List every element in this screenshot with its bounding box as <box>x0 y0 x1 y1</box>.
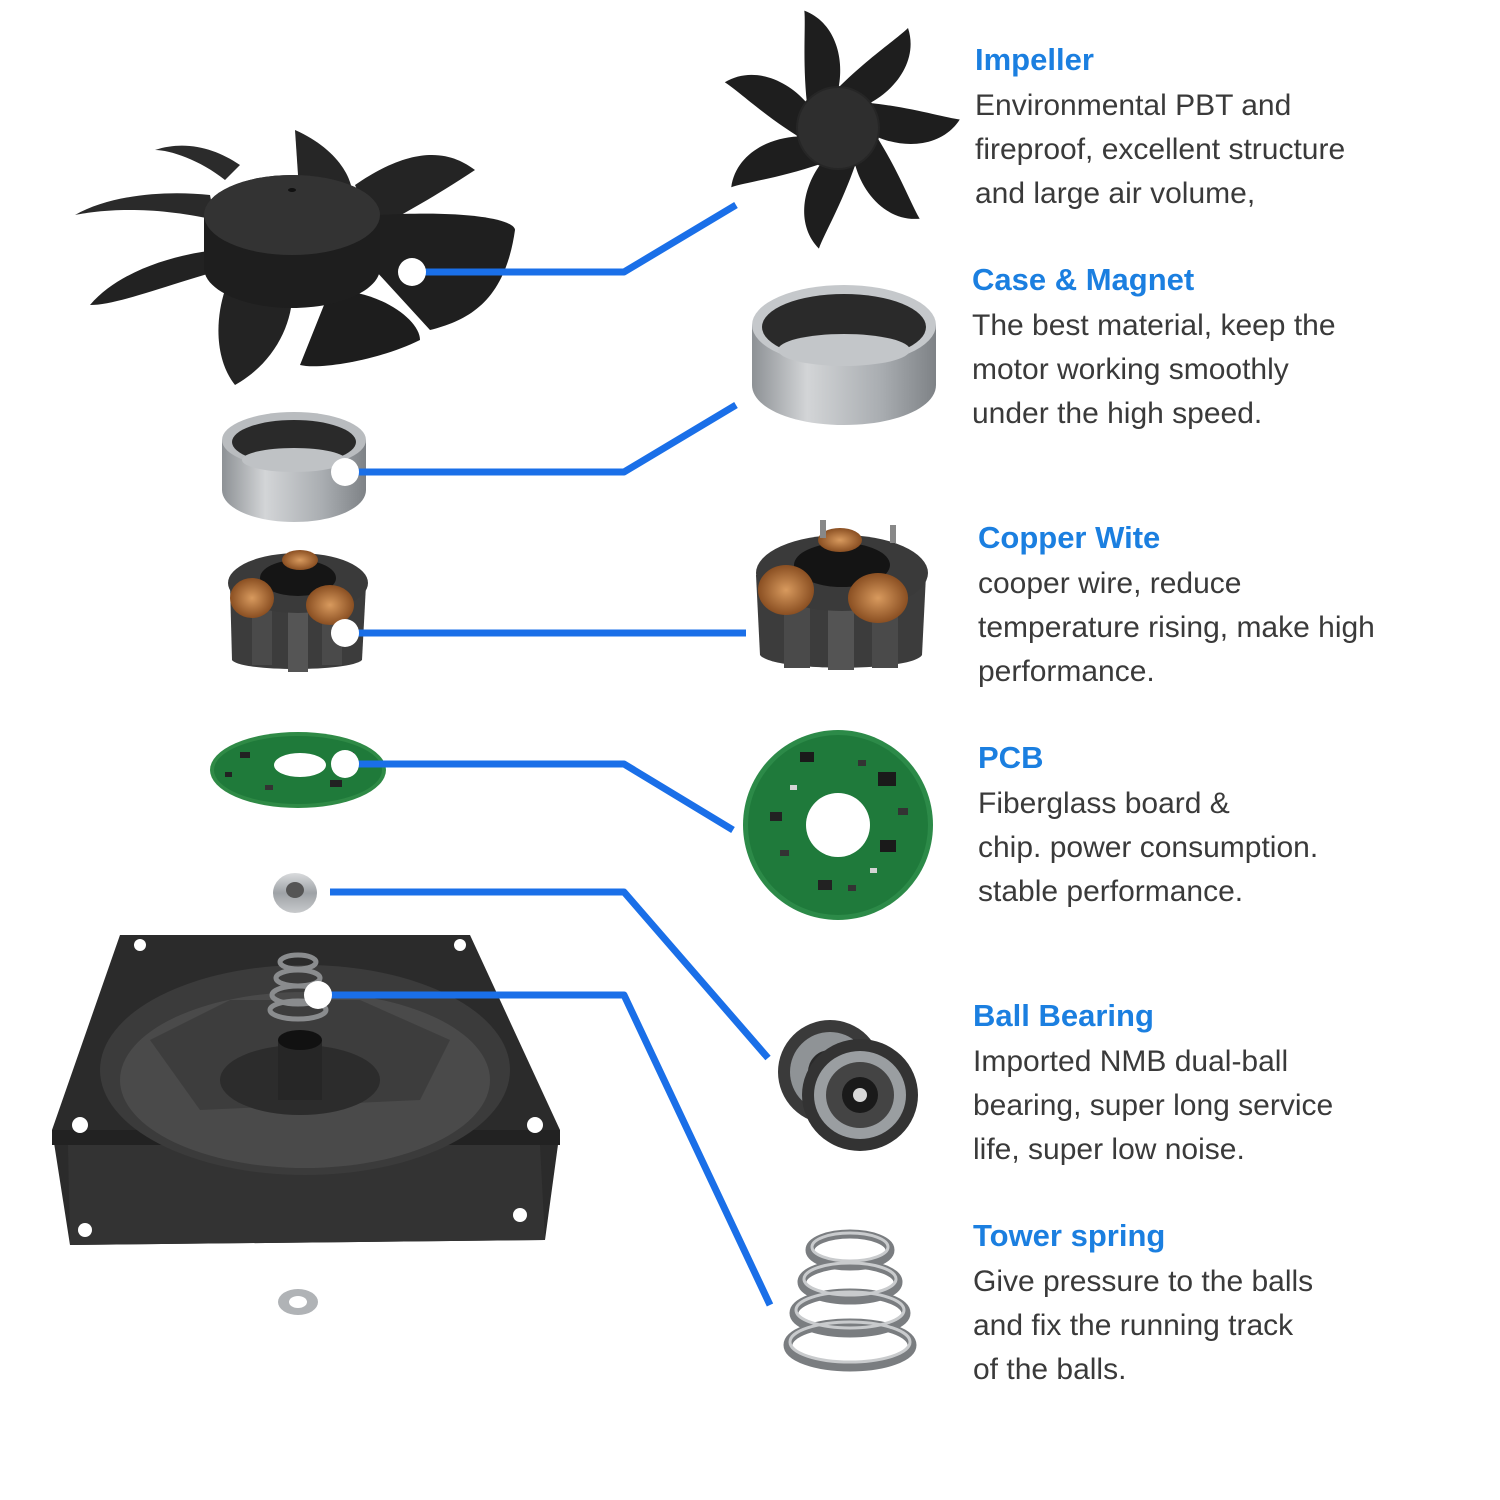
leader-lines <box>318 201 774 1307</box>
callout-title: Tower spring <box>973 1218 1166 1253</box>
callout-line: Imported NMB dual-ball <box>973 1045 1289 1078</box>
leader-line-magnet <box>345 401 738 476</box>
leader-line-impeller <box>412 201 738 276</box>
callout-line: of the balls. <box>973 1353 1127 1386</box>
leader-line-pcb <box>345 760 735 833</box>
leader-line-spring <box>318 991 774 1307</box>
callout-line: and large air volume, <box>975 177 1256 210</box>
callout-impeller: Impeller Environmental PBT and fireproof… <box>975 42 1345 216</box>
callout-line: stable performance. <box>978 875 1244 908</box>
callout-line: Give pressure to the balls <box>973 1265 1314 1298</box>
callout-line: and fix the running track <box>973 1309 1294 1342</box>
callout-line: motor working smoothly <box>972 353 1289 386</box>
callout-line: temperature rising, make high <box>978 611 1375 644</box>
callout-line: under the high speed. <box>972 397 1263 430</box>
leader-dots <box>304 258 426 1009</box>
callout-title: Ball Bearing <box>973 998 1154 1033</box>
callout-line: life, super low noise. <box>973 1133 1245 1166</box>
magnet-ring-icon <box>752 285 936 425</box>
callout-title: Impeller <box>975 42 1094 77</box>
pcb-board-icon <box>743 730 933 920</box>
callout-line: performance. <box>978 655 1155 688</box>
callout-pcb: PCB Fiberglass board & chip. power consu… <box>978 740 1318 914</box>
stator-exploded-icon <box>228 550 368 672</box>
magnet-ring-exploded-icon <box>222 412 366 522</box>
callout-line: Fiberglass board & <box>978 787 1230 820</box>
ball-bearing-icon <box>778 1020 918 1151</box>
pcb-exploded-icon <box>210 732 386 808</box>
callout-title: Copper Wite <box>978 520 1161 555</box>
leader-line-bearing <box>330 888 771 1061</box>
callout-line: chip. power consumption. <box>978 831 1319 864</box>
callout-line: cooper wire, reduce <box>978 567 1242 600</box>
callout-case-magnet: Case & Magnet The best material, keep th… <box>972 262 1336 436</box>
callout-ball-bearing: Ball Bearing Imported NMB dual-ball bear… <box>973 998 1333 1172</box>
callout-tower-spring: Tower spring Give pressure to the balls … <box>973 1218 1313 1392</box>
callout-line: Environmental PBT and <box>975 89 1292 122</box>
callout-line: The best material, keep the <box>972 309 1336 342</box>
impeller-exploded-icon <box>75 130 515 385</box>
callout-title: Case & Magnet <box>972 262 1195 297</box>
impeller-icon <box>724 10 960 249</box>
fan-frame-exploded-icon <box>52 935 560 1245</box>
callout-title: PCB <box>978 740 1044 775</box>
clip-washer-icon <box>278 1289 318 1315</box>
callout-line: bearing, super long service <box>973 1089 1334 1122</box>
copper-coil-stator-icon <box>756 520 928 670</box>
callout-line: fireproof, excellent structure <box>975 133 1346 166</box>
bearing-nut-icon <box>273 873 317 913</box>
callout-copper-wire: Copper Wite cooper wire, reduce temperat… <box>978 520 1375 694</box>
